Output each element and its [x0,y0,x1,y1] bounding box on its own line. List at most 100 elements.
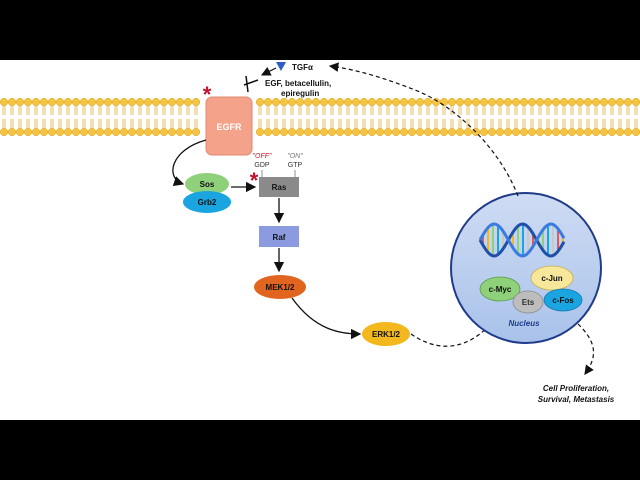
lipid-head [487,97,497,107]
lipid-tail [274,105,278,129]
lipid-head [575,97,585,107]
lipid-head [447,127,457,137]
lipid-tail [298,105,302,129]
lipid-head [191,127,201,137]
lipid-head [255,97,265,107]
lipid-head [175,97,185,107]
lipid-head [367,97,377,107]
lipid-head [87,97,97,107]
lipid-tail [258,105,262,129]
lipid-tail [442,105,446,129]
lipid-head [511,127,521,137]
lipid-tail [58,105,62,129]
lipid-head [375,127,385,137]
lipid-head [127,127,137,137]
lipid-head [23,97,33,107]
lipid-head [583,127,593,137]
lipid-head [279,97,289,107]
lipid-tail [338,105,342,129]
lipid-tail [122,105,126,129]
lipid-head [303,127,313,137]
lipid-head [135,127,145,137]
lipid-tail [266,105,270,129]
lipid-head [0,127,9,137]
lipid-head [31,127,41,137]
lipid-head [295,97,305,107]
lipid-tail [90,105,94,129]
lipid-tail [106,105,110,129]
lipid-head [631,97,640,107]
cfos-label: c-Fos [552,296,574,305]
lipid-head [439,127,449,137]
lipid-head [607,97,617,107]
lipid-tail [330,105,334,129]
lipid-head [143,127,153,137]
lipid-head [375,97,385,107]
lipid-head [559,97,569,107]
outcome-line1: Cell Proliferation, [543,384,609,393]
lipid-head [287,127,297,137]
lipid-tail [10,105,14,129]
lipid-tail [74,105,78,129]
nucleus-to-tgfa-arrow [328,62,519,197]
lipid-head [519,97,529,107]
lipid-tail [610,105,614,129]
lipid-head [335,97,345,107]
lipid-tail [322,105,326,129]
ras-asterisk: * [250,168,259,193]
mek-label: MEK1/2 [266,283,295,292]
lipid-tail [194,105,198,129]
lipid-tail [138,105,142,129]
lipid-head [519,127,529,137]
lipid-head [503,97,513,107]
lipid-head [407,97,417,107]
lipid-head [103,127,113,137]
tgfa-label: TGFα [292,63,313,72]
lipid-tail [66,105,70,129]
lipid-tail [626,105,630,129]
lipid-head [7,97,17,107]
lipid-tail [554,105,558,129]
lipid-head [47,97,57,107]
lipid-tail [130,105,134,129]
lipid-head [15,97,25,107]
cjun-label: c-Jun [541,274,562,283]
erk-node [362,322,410,346]
lipid-head [79,97,89,107]
sos-label: Sos [200,180,215,189]
lipid-head [623,127,633,137]
lipid-tail [402,105,406,129]
lipid-head [543,127,553,137]
lipid-head [151,127,161,137]
lipid-head [0,97,9,107]
lipid-head [495,97,505,107]
erk-label: ERK1/2 [372,330,401,339]
lipid-tail [426,105,430,129]
lipid-head [15,127,25,137]
lipid-tail [378,105,382,129]
lipid-head [263,127,273,137]
lipid-head [343,97,353,107]
lipid-head [391,127,401,137]
lipid-head [287,97,297,107]
lipid-head [511,97,521,107]
pathway-canvas: EGFR * EGF, betacellulin, epiregulin TGF… [0,60,640,420]
lipid-tail [282,105,286,129]
outcome-line2: Survival, Metastasis [538,395,615,404]
lipid-head [23,127,33,137]
lipid-head [399,127,409,137]
grb2-label: Grb2 [198,198,217,207]
lipid-tail [82,105,86,129]
lipid-head [607,127,617,137]
lipid-head [535,127,545,137]
lipid-head [95,97,105,107]
lipid-tail [474,105,478,129]
ligand-egf-line1: EGF, betacellulin, [265,79,331,88]
ras-on-label: "ON" [287,153,303,160]
lipid-head [255,127,265,137]
lipid-tail [434,105,438,129]
lipid-tail [530,105,534,129]
dna-strand [478,222,566,258]
lipid-head [479,97,489,107]
lipid-head [159,127,169,137]
